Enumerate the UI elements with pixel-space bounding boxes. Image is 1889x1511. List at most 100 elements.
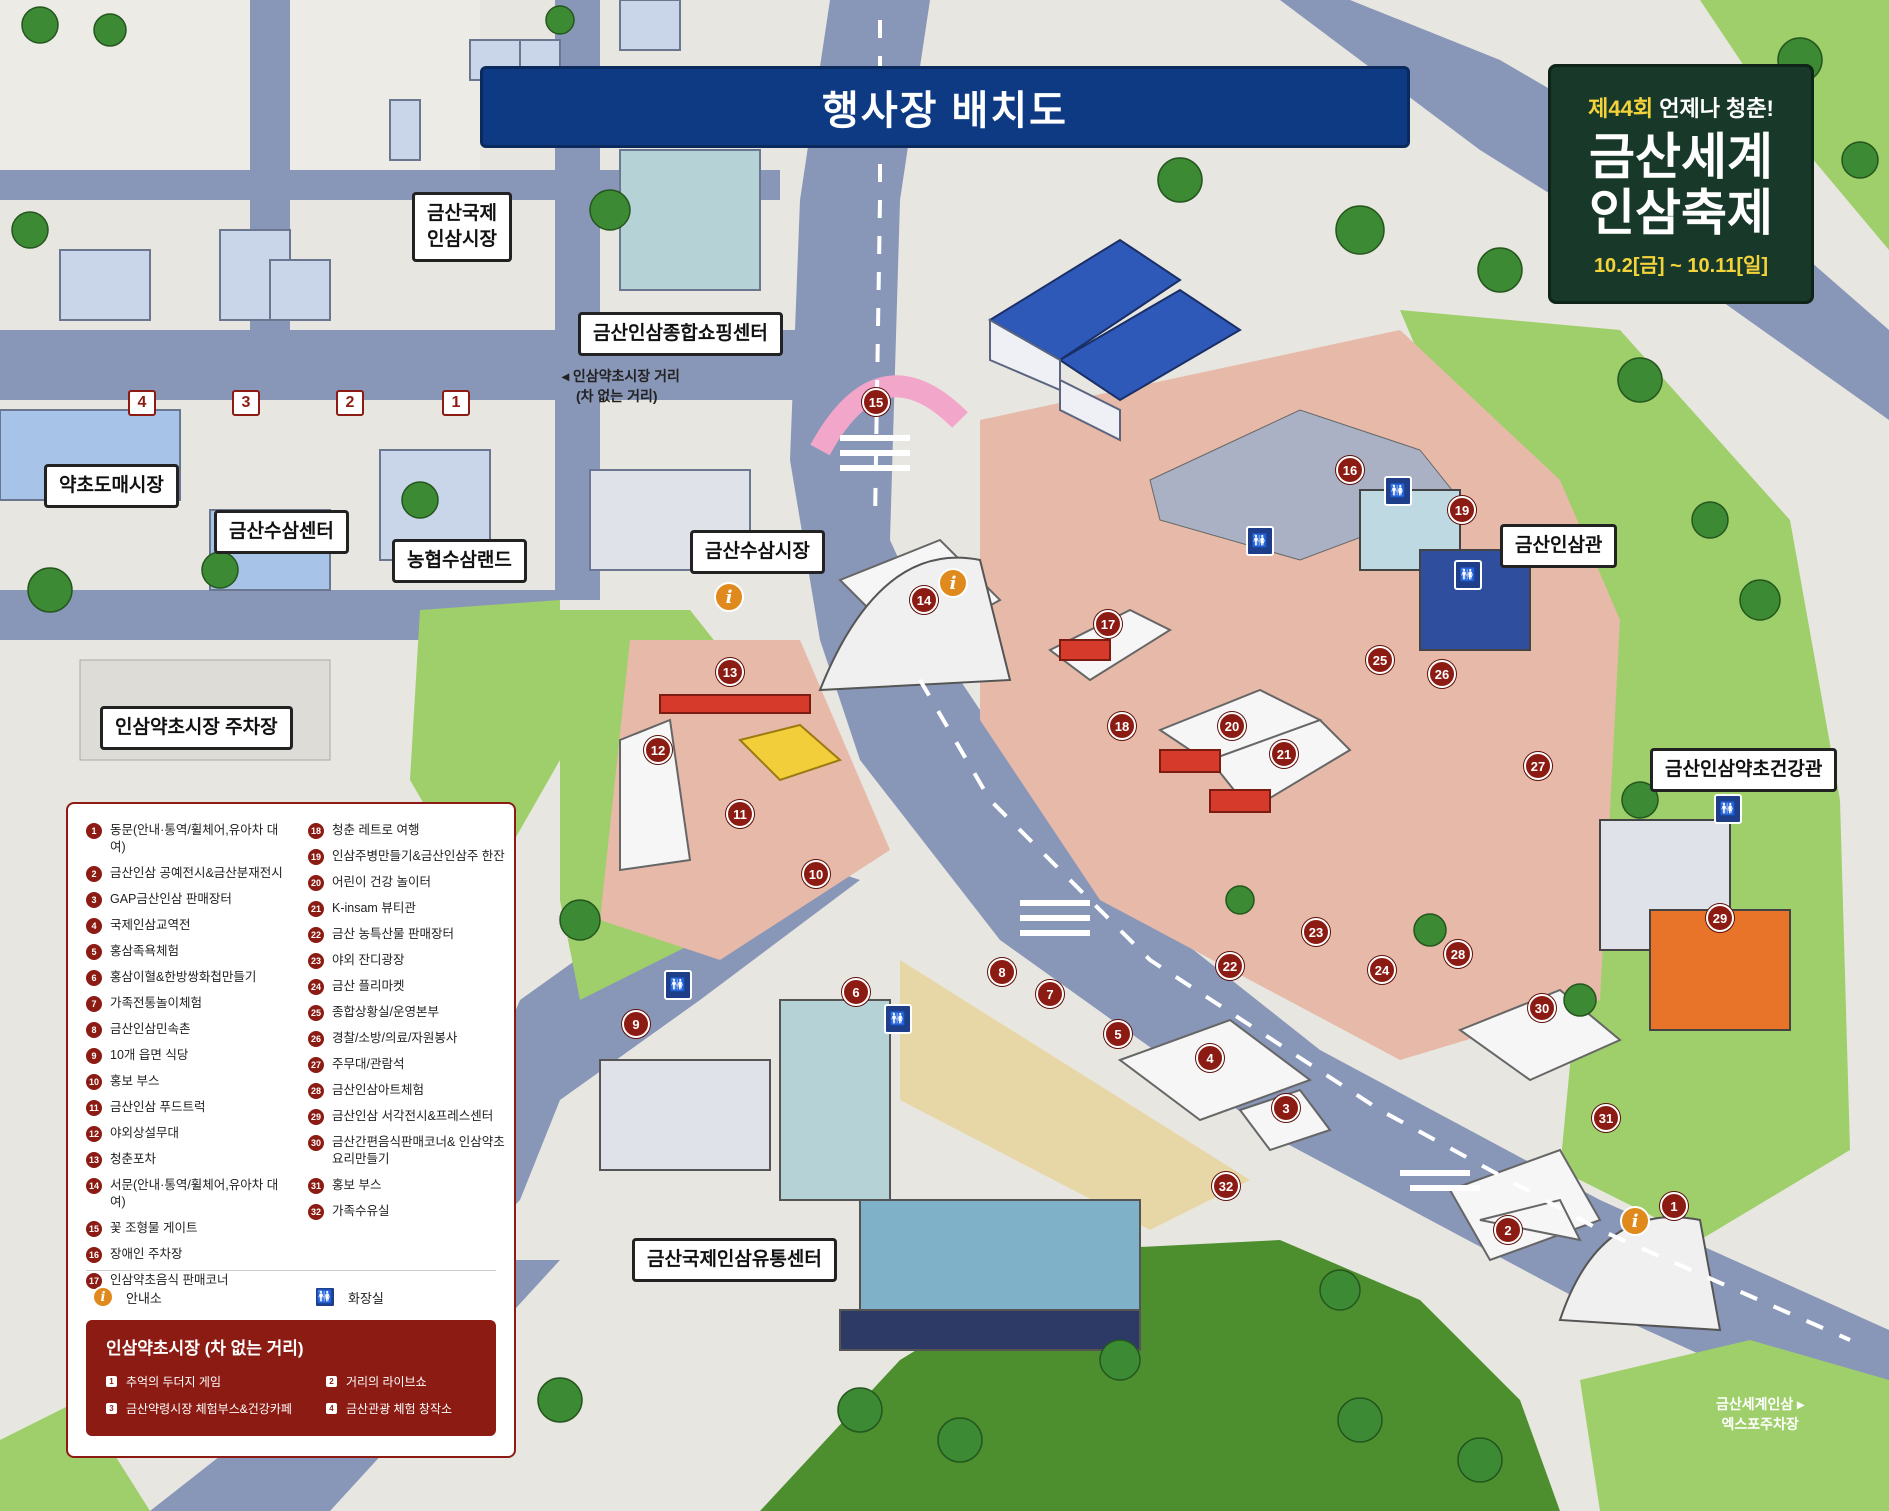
label-shopping-center[interactable]: 금산인삼종합쇼핑센터 (578, 312, 783, 356)
marker-27[interactable]: 27 (1524, 752, 1552, 780)
marker-2[interactable]: 2 (1494, 1216, 1522, 1244)
info-center-icon[interactable]: i (938, 568, 968, 598)
label-distribution-center[interactable]: 금산국제인삼유통센터 (632, 1238, 837, 1282)
marker-19[interactable]: 19 (1448, 496, 1476, 524)
legend-number: 12 (86, 1126, 102, 1142)
legend-label: 주무대/관람석 (332, 1057, 405, 1071)
marker-3[interactable]: 3 (1272, 1094, 1300, 1122)
market-street-number: 2 (326, 1376, 337, 1387)
legend-label: 가족수유실 (332, 1204, 390, 1218)
marker-25[interactable]: 25 (1366, 646, 1394, 674)
marker-5[interactable]: 5 (1104, 1020, 1132, 1048)
legend-number: 26 (308, 1031, 324, 1047)
restroom-icon[interactable]: 🚻 (884, 1004, 912, 1034)
legend-number: 4 (86, 918, 102, 934)
legend-label: 경찰/소방/의료/자원봉사 (332, 1031, 458, 1045)
legend-label: 청춘 레트로 여행 (332, 823, 420, 837)
legend-label: 홍삼족욕체험 (110, 944, 180, 958)
market-street-number: 3 (106, 1403, 117, 1414)
marker-16[interactable]: 16 (1336, 456, 1364, 484)
festival-name-line1: 금산세계 (1589, 128, 1773, 185)
street-marker-3[interactable]: 3 (232, 390, 260, 416)
marker-11[interactable]: 11 (726, 800, 754, 828)
restroom-icon[interactable]: 🚻 (1246, 526, 1274, 556)
restroom-icon[interactable]: 🚻 (1714, 794, 1742, 824)
legend-number: 7 (86, 996, 102, 1012)
marker-14[interactable]: 14 (910, 586, 938, 614)
street-marker-4[interactable]: 4 (128, 390, 156, 416)
legend-number: 23 (308, 953, 324, 969)
marker-7[interactable]: 7 (1036, 980, 1064, 1008)
legend-item-27: 27 주무대/관람석 (308, 1056, 510, 1073)
street-note-line2: (차 없는 거리) (576, 388, 658, 404)
legend-label: 야외상설무대 (110, 1126, 180, 1140)
label-ginseng-market-line1: 금산국제 (427, 203, 497, 224)
marker-13[interactable]: 13 (716, 658, 744, 686)
legend-item-7: 7 가족전통놀이체험 (86, 995, 288, 1012)
marker-9[interactable]: 9 (622, 1010, 650, 1038)
marker-30[interactable]: 30 (1528, 994, 1556, 1022)
expo-parking-note[interactable]: 금산세계인삼 ▸ 엑스포주차장 (1716, 1394, 1804, 1434)
marker-28[interactable]: 28 (1444, 940, 1472, 968)
legend-label: K-insam 뷰티관 (332, 901, 416, 915)
legend-label: 야외 잔디광장 (332, 953, 405, 967)
label-fresh-ginseng-center[interactable]: 금산수삼센터 (214, 510, 349, 554)
marker-24[interactable]: 24 (1368, 956, 1396, 984)
info-center-icon[interactable]: i (714, 582, 744, 612)
info-center-icon[interactable]: i (1620, 1206, 1650, 1236)
legend-label: 금산간편음식판매코너& 인삼약초요리만들기 (332, 1135, 505, 1166)
street-marker-2[interactable]: 2 (336, 390, 364, 416)
label-herb-wholesale[interactable]: 약초도매시장 (44, 464, 179, 508)
legend-number: 3 (86, 892, 102, 908)
legend-number: 16 (86, 1247, 102, 1263)
marker-6[interactable]: 6 (842, 978, 870, 1006)
marker-26[interactable]: 26 (1428, 660, 1456, 688)
legend-number: 32 (308, 1204, 324, 1220)
legend-label: GAP금산인삼 판매장터 (110, 892, 232, 906)
info-icon: i (92, 1286, 114, 1308)
label-ginseng-hall[interactable]: 금산인삼관 (1500, 524, 1618, 568)
festival-edition: 제44회 언제나 청춘! (1588, 91, 1774, 123)
marker-12[interactable]: 12 (644, 736, 672, 764)
legend-number: 2 (86, 866, 102, 882)
label-ginseng-market[interactable]: 금산국제 인삼시장 (412, 192, 512, 262)
marker-20[interactable]: 20 (1218, 712, 1246, 740)
legend-number: 28 (308, 1083, 324, 1099)
restroom-icon[interactable]: 🚻 (664, 970, 692, 1000)
market-street-label: 추억의 두더지 게임 (126, 1375, 221, 1389)
marker-32[interactable]: 32 (1212, 1172, 1240, 1200)
marker-22[interactable]: 22 (1216, 952, 1244, 980)
label-nonghyup-land[interactable]: 농협수삼랜드 (392, 539, 527, 583)
marker-18[interactable]: 18 (1108, 712, 1136, 740)
label-health-hall[interactable]: 금산인삼약초건강관 (1650, 748, 1838, 792)
marker-21[interactable]: 21 (1270, 740, 1298, 768)
marker-15[interactable]: 15 (862, 388, 890, 416)
label-fresh-ginseng-market[interactable]: 금산수삼시장 (690, 530, 825, 574)
legend-label: 가족전통놀이체험 (110, 996, 203, 1010)
marker-29[interactable]: 29 (1706, 904, 1734, 932)
marker-4[interactable]: 4 (1196, 1044, 1224, 1072)
restroom-icon[interactable]: 🚻 (1384, 476, 1412, 506)
marker-23[interactable]: 23 (1302, 918, 1330, 946)
marker-31[interactable]: 31 (1592, 1104, 1620, 1132)
marker-1[interactable]: 1 (1660, 1192, 1688, 1220)
label-parking[interactable]: 인삼약초시장 주차장 (100, 706, 293, 750)
marker-17[interactable]: 17 (1094, 610, 1122, 638)
legend-label: 종합상황실/운영본부 (332, 1005, 439, 1019)
legend-number: 27 (308, 1057, 324, 1073)
restroom-icon[interactable]: 🚻 (1454, 560, 1482, 590)
street-marker-1[interactable]: 1 (442, 390, 470, 416)
legend-number: 18 (308, 823, 324, 839)
marker-8[interactable]: 8 (988, 958, 1016, 986)
marker-10[interactable]: 10 (802, 860, 830, 888)
